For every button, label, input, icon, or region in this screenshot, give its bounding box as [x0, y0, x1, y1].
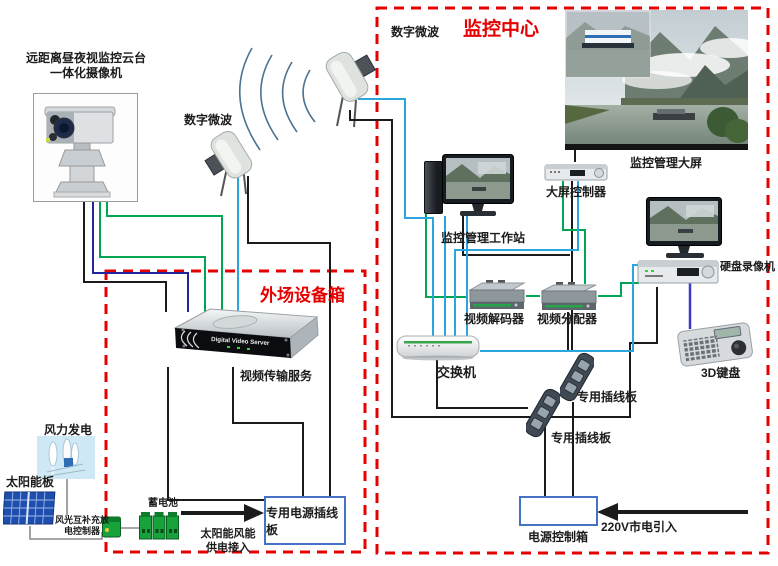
ptz-camera-label: 远距离昼夜视监控云台一体化摄像机	[25, 51, 146, 80]
mains-label: 220V市电引入	[601, 520, 678, 534]
green-cables	[99, 181, 639, 312]
workstation-label: 监控管理工作站	[441, 231, 526, 245]
big-screen-photo-graphic	[565, 10, 748, 150]
hdd-recorder-graphic	[637, 260, 719, 284]
video-server-graphic: Digital Video Server	[173, 308, 319, 360]
big-screen-controller-graphic	[544, 164, 608, 181]
mains-arrow	[597, 503, 748, 521]
monitoring-center-title: 监控中心	[463, 19, 540, 40]
power-control-box	[519, 496, 598, 526]
solar-panel-label: 太阳能板	[6, 475, 55, 489]
dvr-monitor	[646, 197, 722, 259]
power-strip-box: 专用电源插线板	[264, 496, 346, 545]
video-server-brand-text: Digital Video Server	[211, 336, 270, 347]
power-strip-box-label: 专用电源插线板	[266, 505, 339, 537]
video-server: Digital Video Server	[165, 305, 325, 369]
big-screen-label: 监控管理大屏	[630, 156, 703, 170]
network-switch-graphic	[396, 335, 480, 361]
center-box-border	[375, 6, 770, 555]
power-strip-a-graphic	[560, 352, 594, 402]
switch-label: 交换机	[437, 365, 477, 380]
microwave-left-label: 数字微波	[184, 113, 233, 127]
keyboard-3d	[676, 319, 755, 369]
big-screen-controller	[544, 162, 608, 181]
battery-graphic	[139, 512, 179, 540]
wind-turbine-graphic	[37, 436, 95, 479]
antenna-right-graphic	[325, 51, 376, 102]
video-distributor-label: 视频分配器	[537, 312, 598, 326]
ptz-camera	[33, 93, 138, 202]
wireless-signal-arcs	[238, 47, 316, 151]
battery-feed-arrow	[181, 504, 264, 522]
solar-panel-graphic	[3, 491, 56, 525]
power-control-box-label: 电源控制箱	[528, 530, 589, 544]
workstation-monitor-graphic	[442, 154, 514, 216]
power-strip-a-label: 专用插线板	[577, 390, 638, 404]
charge-controller-graphic	[102, 516, 121, 538]
video-server-label: 视频传输服务	[240, 369, 313, 383]
feed-label: 太阳能风能供电接入	[200, 528, 256, 554]
cyan-cables	[237, 98, 639, 352]
wind-power-label: 风力发电	[44, 423, 93, 437]
solar-panel	[3, 490, 57, 527]
video-decoder-graphic	[468, 280, 526, 309]
video-distributor-graphic	[541, 282, 597, 310]
dvr-monitor-graphic	[646, 197, 722, 258]
navy-cable	[92, 200, 189, 312]
wind-turbine	[37, 436, 95, 479]
video-decoder	[466, 280, 528, 312]
charge-controller	[102, 515, 121, 538]
antenna-left-graphic	[204, 130, 253, 179]
battery-bank	[139, 511, 180, 540]
battery-label: 蓄电池	[148, 498, 178, 509]
charge-controller-label: 风光互补充放电控制器	[55, 515, 110, 537]
power-strip-b-label: 专用插线板	[551, 431, 612, 445]
keyboard-3d-label: 3D键盘	[701, 366, 741, 380]
power-strip-a	[560, 350, 594, 404]
ptz-camera-graphic	[44, 106, 116, 198]
network-switch	[396, 334, 480, 361]
gray-wires	[29, 479, 140, 540]
power-strip-b	[526, 386, 560, 440]
workstation-tower	[424, 161, 443, 214]
microwave-antenna-left	[200, 124, 262, 186]
microwave-right-label: 数字微波	[391, 25, 440, 39]
field-box-title: 外场设备箱	[260, 286, 345, 305]
big-screen-controller-label: 大屏控制器	[546, 185, 607, 199]
video-decoder-label: 视频解码器	[464, 312, 525, 326]
big-screen-photo	[565, 10, 748, 150]
video-distributor	[538, 282, 600, 312]
hdd-recorder	[637, 257, 719, 285]
power-strip-b-graphic	[526, 388, 560, 438]
hdd-recorder-label: 硬盘录像机	[720, 261, 775, 273]
workstation-monitor	[442, 154, 514, 218]
field-box-border	[104, 269, 367, 554]
microwave-antenna-right	[318, 42, 382, 106]
keyboard-3d-graphic	[677, 322, 753, 367]
